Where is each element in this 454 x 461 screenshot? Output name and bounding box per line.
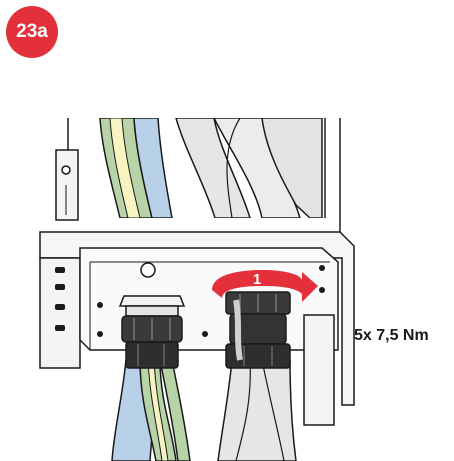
device-housing-upper <box>55 118 341 245</box>
slot-icon <box>55 267 65 273</box>
slot-icon <box>55 284 65 290</box>
screw-icon <box>140 262 156 278</box>
rotation-arrow-number: 1 <box>253 271 261 288</box>
cable-gland-icon <box>225 291 291 369</box>
slot-icon <box>55 304 65 310</box>
screw-icon <box>61 165 71 175</box>
step-badge-label: 23a <box>16 21 48 42</box>
cable-gland-icon <box>118 295 186 369</box>
rotate-clockwise-arrow-icon <box>212 270 318 302</box>
cables-upper <box>99 118 323 218</box>
torque-instruction: 5x 7,5 Nm <box>354 327 429 344</box>
slot-icon <box>55 325 65 331</box>
step-badge: 23a <box>6 6 58 58</box>
side-bracket <box>303 314 335 426</box>
gland-plate <box>79 247 339 351</box>
cables-lower <box>111 360 297 461</box>
